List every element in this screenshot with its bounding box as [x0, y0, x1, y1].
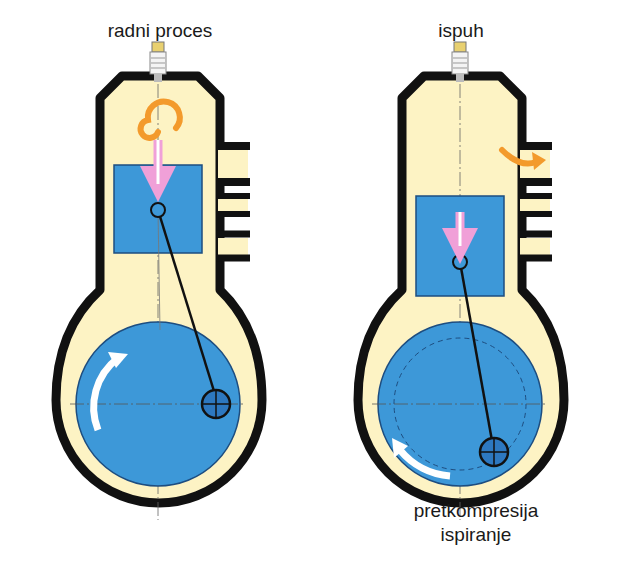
- part-label: pretkompresija: [414, 500, 539, 522]
- part-label: radni proces: [108, 20, 213, 42]
- part-label: ispiranje: [441, 524, 512, 546]
- part-label: ispuh: [438, 20, 483, 42]
